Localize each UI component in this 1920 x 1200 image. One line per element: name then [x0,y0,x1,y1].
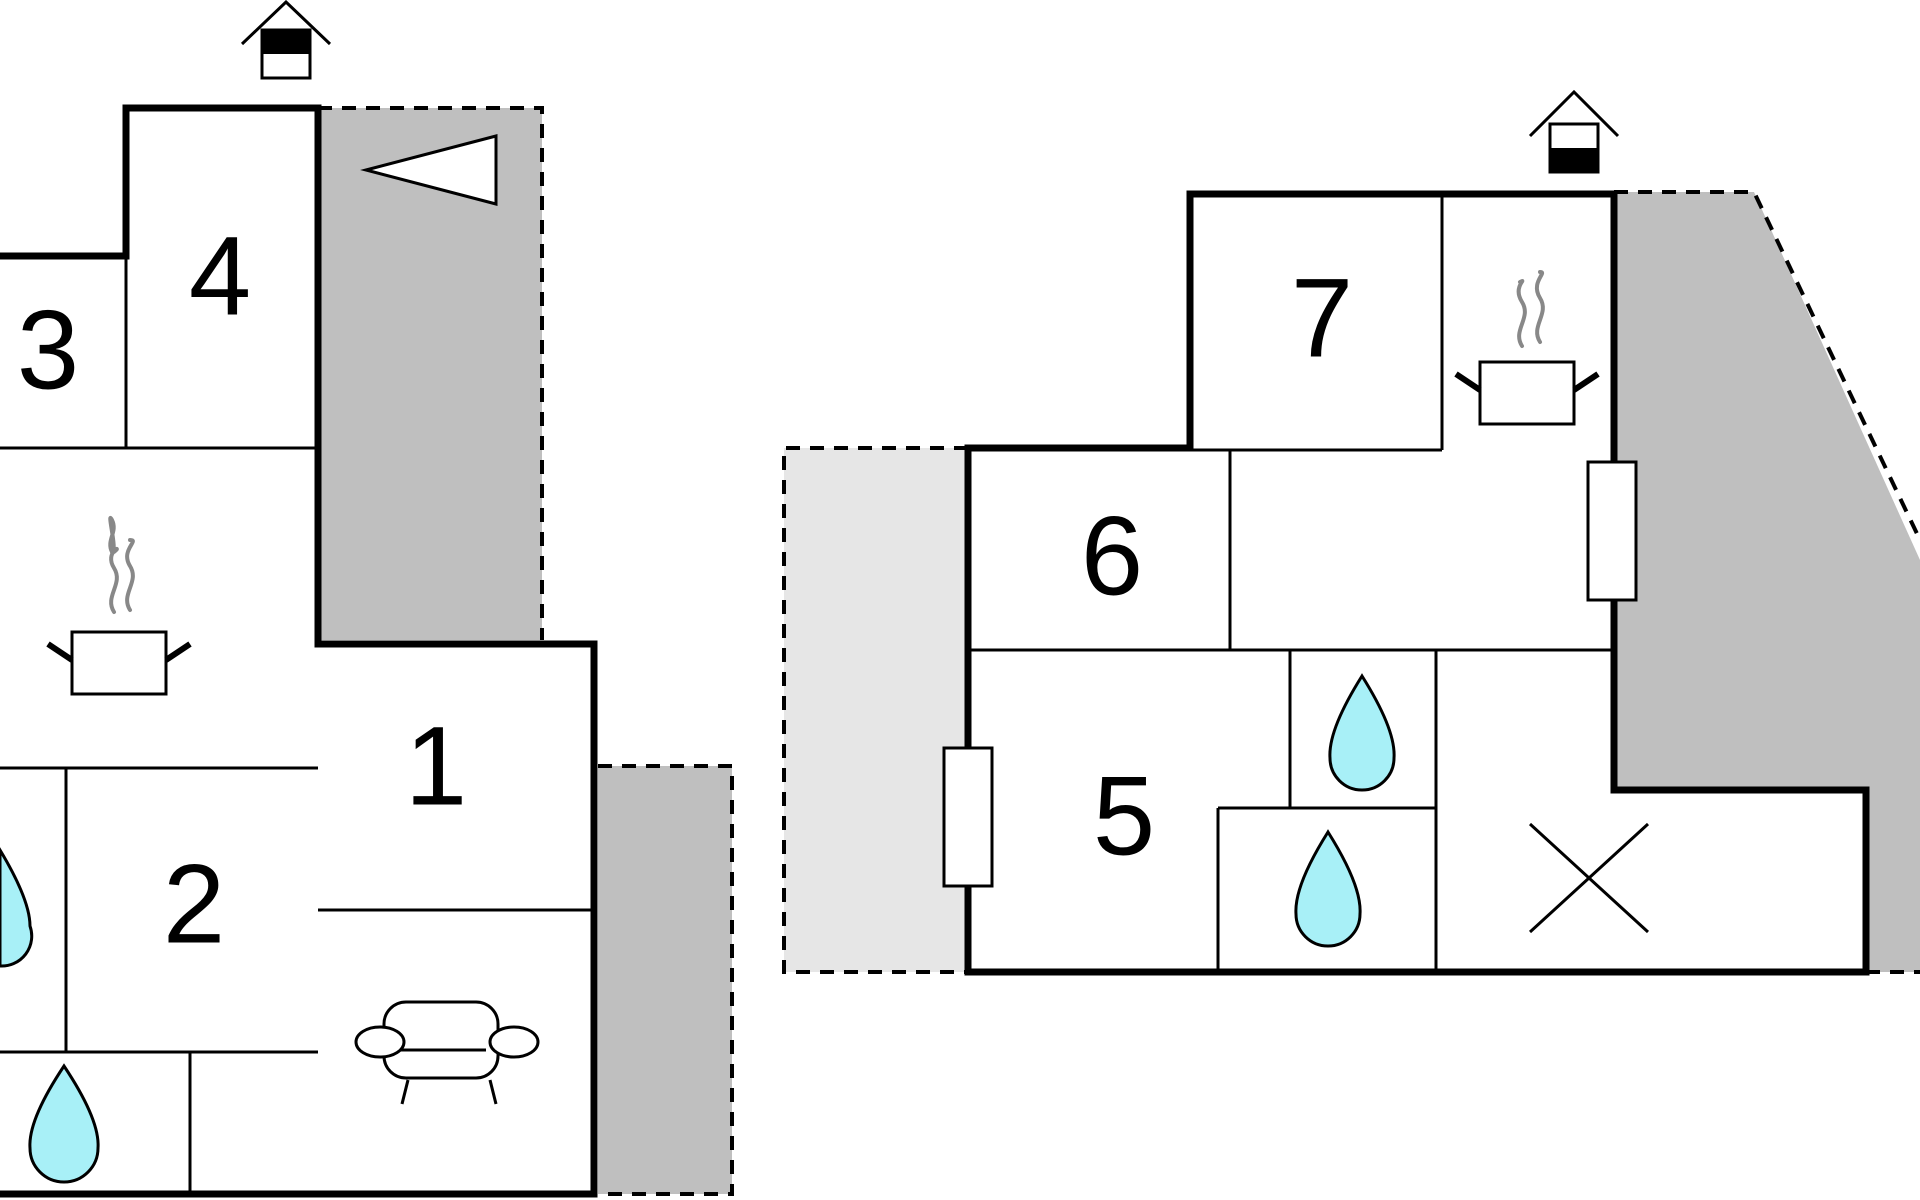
terrace-lower [598,766,732,1194]
cooking-pot-icon [46,515,192,696]
cooking-pot-icon [1454,270,1600,426]
room-number-2: 2 [163,842,225,967]
water-drop-icon [1328,673,1396,792]
terrace-lower-outline [598,764,734,1196]
window-icon [942,746,994,888]
cross-icon [1528,822,1650,934]
room-number-7: 7 [1291,256,1353,381]
terrace-east-outline [1614,190,1920,541]
water-drop-icon [1294,829,1362,948]
left-floor-walls [0,104,598,1198]
left-floor [0,0,734,1198]
room-number-4: 4 [189,214,251,339]
room-number-3: 3 [17,288,79,413]
terrace-upper [318,108,542,640]
water-drop-icon [28,1063,100,1184]
terrace-west-outline [782,446,968,974]
terrace-west [784,448,968,972]
water-drop-icon [0,847,34,968]
terrace-upper-outline [318,106,544,640]
room-number-5: 5 [1093,754,1155,879]
fireplace-triangle-icon [360,134,498,206]
terrace-east [1614,192,1920,972]
entrance-house-icon [1528,89,1620,174]
entrance-house-icon [240,0,332,80]
room-number-6: 6 [1081,494,1143,619]
right-floor [782,89,1920,976]
right-floor-walls [964,190,1870,976]
sofa-icon [354,1000,540,1105]
room-labels: 1 2 3 4 5 6 7 [17,214,1353,967]
room-number-1: 1 [405,704,467,829]
window-icon [1586,460,1638,602]
